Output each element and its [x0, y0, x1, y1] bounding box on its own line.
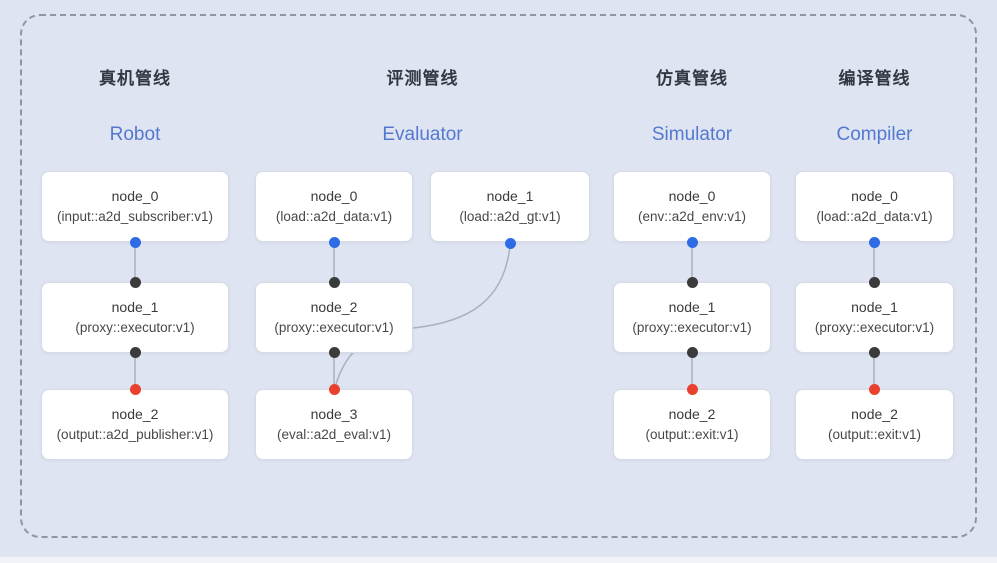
input-port-dot[interactable]	[130, 384, 141, 395]
input-port-dot[interactable]	[869, 277, 880, 288]
bottom-strip	[0, 557, 997, 563]
header-en-simulator: Simulator	[651, 124, 733, 145]
node-evaluator-1[interactable]: node_1 (load::a2d_gt:v1)	[430, 171, 590, 242]
output-port-dot[interactable]	[329, 347, 340, 358]
output-port-dot[interactable]	[687, 237, 698, 248]
node-robot-1[interactable]: node_1 (proxy::executor:v1)	[41, 282, 229, 353]
node-type: (eval::a2d_eval:v1)	[276, 427, 392, 442]
node-robot-0[interactable]: node_0 (input::a2d_subscriber:v1)	[41, 171, 229, 242]
node-title: node_1	[486, 188, 534, 204]
node-evaluator-2[interactable]: node_2 (proxy::executor:v1)	[255, 282, 413, 353]
node-simulator-1[interactable]: node_1 (proxy::executor:v1)	[613, 282, 771, 353]
header-en-evaluator: Evaluator	[382, 124, 463, 145]
node-title: node_2	[111, 406, 159, 422]
node-type: (output::exit:v1)	[827, 427, 922, 442]
node-simulator-0[interactable]: node_0 (env::a2d_env:v1)	[613, 171, 771, 242]
edge-gt-to-eval	[335, 245, 511, 385]
output-port-dot[interactable]	[687, 347, 698, 358]
header-zh-compiler: 编译管线	[838, 69, 911, 88]
output-port-dot[interactable]	[869, 347, 880, 358]
node-type: (load::a2d_data:v1)	[816, 209, 933, 224]
node-type: (proxy::executor:v1)	[75, 320, 195, 335]
header-zh-evaluator: 评测管线	[386, 69, 459, 88]
node-type: (proxy::executor:v1)	[814, 320, 935, 335]
header-zh-robot: 真机管线	[99, 69, 171, 88]
output-port-dot[interactable]	[130, 347, 141, 358]
node-type: (env::a2d_env:v1)	[637, 209, 747, 224]
input-port-dot[interactable]	[687, 277, 698, 288]
node-title: node_2	[851, 406, 898, 422]
node-type: (load::a2d_gt:v1)	[459, 209, 561, 224]
node-title: node_1	[668, 299, 716, 315]
node-title: node_0	[851, 188, 898, 204]
node-title: node_1	[111, 299, 159, 315]
node-evaluator-3[interactable]: node_3 (eval::a2d_eval:v1)	[255, 389, 413, 460]
node-compiler-0[interactable]: node_0 (load::a2d_data:v1)	[795, 171, 954, 242]
node-title: node_1	[851, 299, 898, 315]
header-zh-simulator: 仿真管线	[656, 69, 728, 88]
node-title: node_3	[310, 406, 358, 422]
input-port-dot[interactable]	[130, 277, 141, 288]
dashed-frame	[20, 14, 977, 538]
output-port-dot[interactable]	[130, 237, 141, 248]
input-port-dot[interactable]	[687, 384, 698, 395]
node-evaluator-0[interactable]: node_0 (load::a2d_data:v1)	[255, 171, 413, 242]
node-title: node_0	[310, 188, 358, 204]
header-en-robot: Robot	[109, 124, 161, 145]
output-port-dot[interactable]	[329, 237, 340, 248]
node-simulator-2[interactable]: node_2 (output::exit:v1)	[613, 389, 771, 460]
input-port-dot[interactable]	[329, 384, 340, 395]
node-type: (output::exit:v1)	[645, 427, 739, 442]
output-port-dot[interactable]	[869, 237, 880, 248]
output-port-dot[interactable]	[505, 238, 516, 249]
node-compiler-1[interactable]: node_1 (proxy::executor:v1)	[795, 282, 954, 353]
node-title: node_2	[668, 406, 716, 422]
input-port-dot[interactable]	[329, 277, 340, 288]
node-type: (load::a2d_data:v1)	[275, 209, 393, 224]
node-type: (proxy::executor:v1)	[274, 320, 394, 335]
input-port-dot[interactable]	[869, 384, 880, 395]
node-type: (input::a2d_subscriber:v1)	[56, 209, 214, 224]
node-title: node_2	[310, 299, 358, 315]
node-type: (output::a2d_publisher:v1)	[56, 427, 214, 442]
node-title: node_0	[111, 188, 159, 204]
node-compiler-2[interactable]: node_2 (output::exit:v1)	[795, 389, 954, 460]
node-robot-2[interactable]: node_2 (output::a2d_publisher:v1)	[41, 389, 229, 460]
header-en-compiler: Compiler	[836, 124, 913, 145]
node-title: node_0	[668, 188, 716, 204]
node-type: (proxy::executor:v1)	[632, 320, 752, 335]
